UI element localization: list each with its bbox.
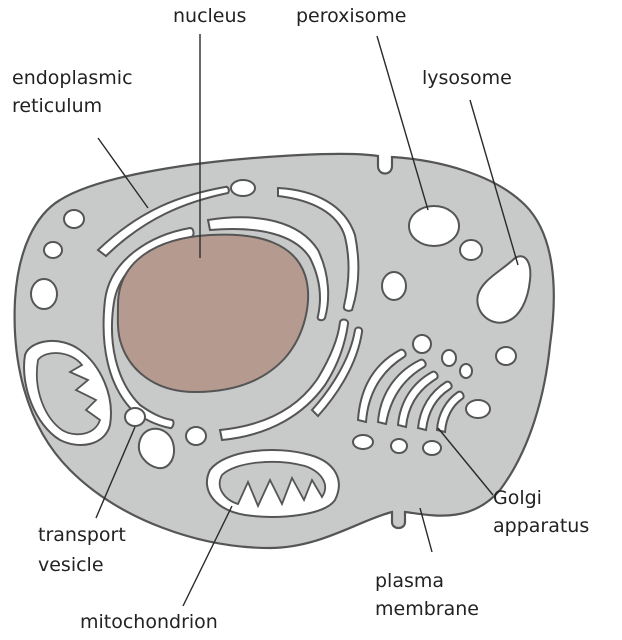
label-golgi: Golgi <box>493 487 542 509</box>
label-mitochondrion: mitochondrion <box>80 611 218 633</box>
leader-golgi-apparatus <box>437 427 494 496</box>
label-vesicle: vesicle <box>38 554 104 576</box>
label-nucleus: nucleus <box>173 5 246 27</box>
vesicle <box>465 399 491 419</box>
vesicle <box>43 241 63 259</box>
nucleus-shape <box>116 233 309 394</box>
golgi-cisterna <box>416 380 453 432</box>
mitochondrion-bottom <box>205 449 340 518</box>
vesicle <box>381 271 407 301</box>
label-reticulum: reticulum <box>12 95 102 117</box>
vesicle <box>63 209 85 229</box>
label-transport: transport <box>38 524 126 546</box>
golgi-vesicle <box>459 363 473 379</box>
golgi-vesicle <box>441 349 457 367</box>
vesicle <box>185 426 207 446</box>
leader-transport-vesicle <box>95 426 136 519</box>
vesicle <box>459 239 483 261</box>
peroxisome-shape <box>408 205 460 247</box>
er-top-right <box>277 186 360 312</box>
leader-lysosome <box>469 99 519 266</box>
er-right-tube <box>310 326 364 418</box>
golgi-vesicle <box>412 334 432 354</box>
label-peroxisome: peroxisome <box>296 5 406 27</box>
label-apparatus: apparatus <box>493 515 589 537</box>
label-endoplasmic: endoplasmic <box>12 67 133 89</box>
leader-peroxisome <box>376 35 429 211</box>
label-plasma: plasma <box>375 570 444 592</box>
vesicle <box>30 278 58 310</box>
er-lower-arc <box>218 318 350 442</box>
vesicle-irregular <box>137 427 176 470</box>
vesicle <box>495 346 517 366</box>
golgi-vesicle <box>390 438 408 454</box>
golgi-cisterna <box>396 370 439 429</box>
transport-vesicle-shape <box>124 407 146 427</box>
vesicle <box>230 179 256 197</box>
mitochondrion-left <box>23 339 112 446</box>
er-inner-ring <box>206 216 330 322</box>
lysosome-shape <box>476 255 532 324</box>
leader-plasma-membrane <box>419 507 433 553</box>
golgi-vesicle <box>352 434 374 450</box>
golgi-cisterna <box>376 358 427 426</box>
label-lysosome: lysosome <box>422 67 512 89</box>
er-outer-arc <box>96 185 230 258</box>
golgi-cisterna <box>435 390 465 434</box>
golgi-cisterna <box>356 348 407 424</box>
leader-mitochondrion <box>182 505 233 607</box>
golgi-vesicle <box>422 440 442 456</box>
label-membrane: membrane <box>375 598 479 620</box>
leader-endoplasmic-reticulum <box>97 137 149 209</box>
